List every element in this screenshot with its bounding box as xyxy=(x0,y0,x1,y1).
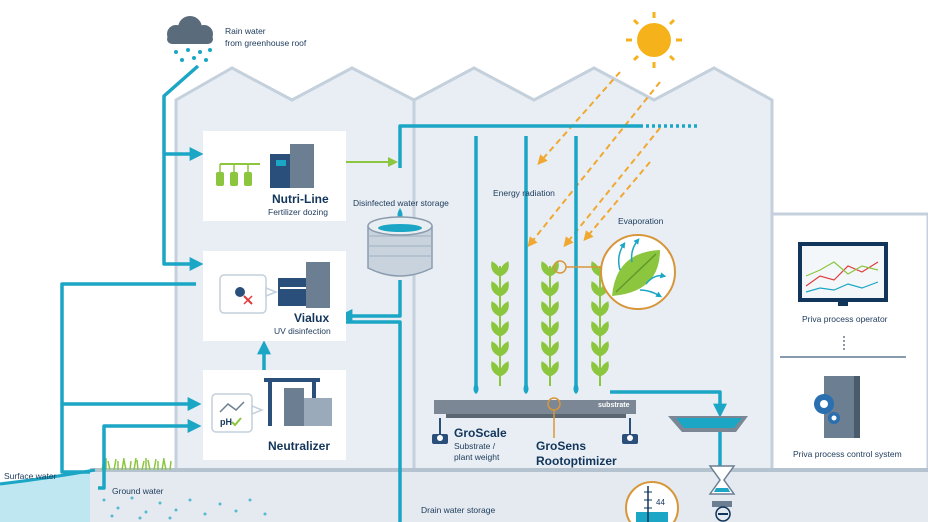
ph-label: pH xyxy=(220,417,232,427)
ground-water-dots xyxy=(102,496,267,520)
nutriline-device-icon xyxy=(216,144,314,188)
process-control-label: Priva process control system xyxy=(793,449,902,459)
neutralizer-device-icon xyxy=(211,378,332,433)
water-pipes xyxy=(60,64,727,522)
evaporation-label: Evaporation xyxy=(618,216,664,226)
neutralizer-title: Neutralizer xyxy=(268,439,331,453)
hourglass-icon xyxy=(708,465,736,522)
grosens-subtitle: Rootoptimizer xyxy=(536,454,617,468)
disinfected-storage-label: Disinfected water storage xyxy=(353,198,449,208)
drain-gauge xyxy=(625,481,679,522)
ground-water-label: Ground water xyxy=(112,486,164,496)
rain-cloud-icon xyxy=(167,16,213,62)
process-operator-label: Priva process operator xyxy=(802,314,888,324)
vialux-device-icon xyxy=(219,262,330,314)
energy-radiation-rays xyxy=(527,71,661,248)
groscale-subtitle-2: plant weight xyxy=(454,452,500,462)
scale-icon xyxy=(432,418,638,444)
rain-water-label: Rain water xyxy=(225,26,266,36)
sun-icon xyxy=(626,12,682,68)
substrate-slab xyxy=(434,400,636,414)
monitor-icon xyxy=(798,242,888,306)
disinfected-water-tank xyxy=(367,216,433,277)
substrate-label: substrate xyxy=(598,402,630,409)
vialux-subtitle: UV disinfection xyxy=(274,326,331,336)
groscale-title: GroScale xyxy=(454,426,507,440)
plants xyxy=(491,261,609,386)
surface-water xyxy=(0,470,90,522)
rain-water-sublabel: from greenhouse roof xyxy=(225,38,307,48)
checkmark-icon xyxy=(231,417,242,427)
nutriline-title: Nutri-Line xyxy=(272,192,329,206)
gauge-value: 44 xyxy=(656,498,665,507)
vialux-title: Vialux xyxy=(294,311,330,325)
control-cabinet-icon xyxy=(814,376,860,438)
surface-water-label: Surface water xyxy=(4,471,57,481)
energy-radiation-label: Energy radiation xyxy=(493,188,555,198)
grosens-title: GroSens xyxy=(536,439,587,453)
groscale-subtitle-1: Substrate / xyxy=(454,441,496,451)
evaporation-callout xyxy=(553,234,676,310)
nutriline-subtitle: Fertilizer dozing xyxy=(268,207,328,217)
drain-storage-label: Drain water storage xyxy=(421,505,496,515)
